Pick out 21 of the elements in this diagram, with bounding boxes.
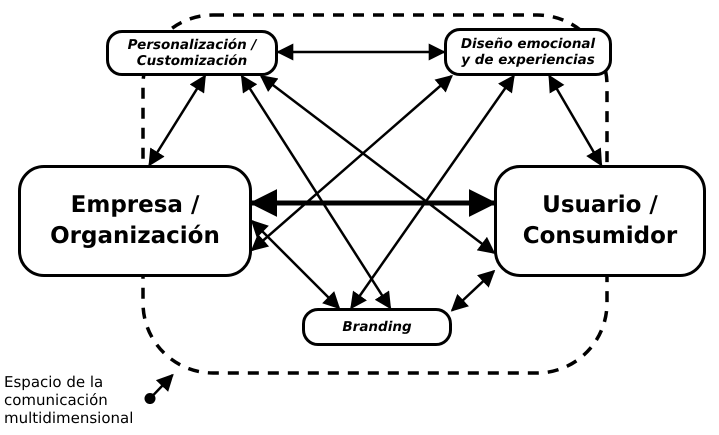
arrow bbox=[350, 74, 515, 310]
rounded-box bbox=[18, 165, 252, 277]
arrow bbox=[548, 74, 602, 166]
arrow bbox=[148, 74, 206, 166]
arrow bbox=[240, 74, 392, 310]
box-label: Personalización / Customización bbox=[126, 36, 258, 70]
arrow bbox=[250, 220, 340, 310]
rounded-box bbox=[302, 308, 452, 346]
box-label: Branding bbox=[341, 318, 413, 336]
box-label: Empresa / Organización bbox=[49, 190, 221, 251]
box-label: Usuario / Consumidor bbox=[522, 190, 678, 251]
rounded-box bbox=[494, 165, 706, 277]
arrow bbox=[249, 189, 497, 217]
rounded-box bbox=[106, 30, 278, 76]
annotation-text: Espacio de la comunicación multidimensional bbox=[4, 373, 134, 427]
arrow bbox=[450, 270, 496, 312]
arrow bbox=[260, 74, 496, 254]
arrow bbox=[250, 74, 453, 252]
leader-line bbox=[144, 374, 174, 404]
arrow bbox=[276, 44, 446, 60]
box-label: Diseño emocional y de experiencias bbox=[460, 36, 596, 68]
